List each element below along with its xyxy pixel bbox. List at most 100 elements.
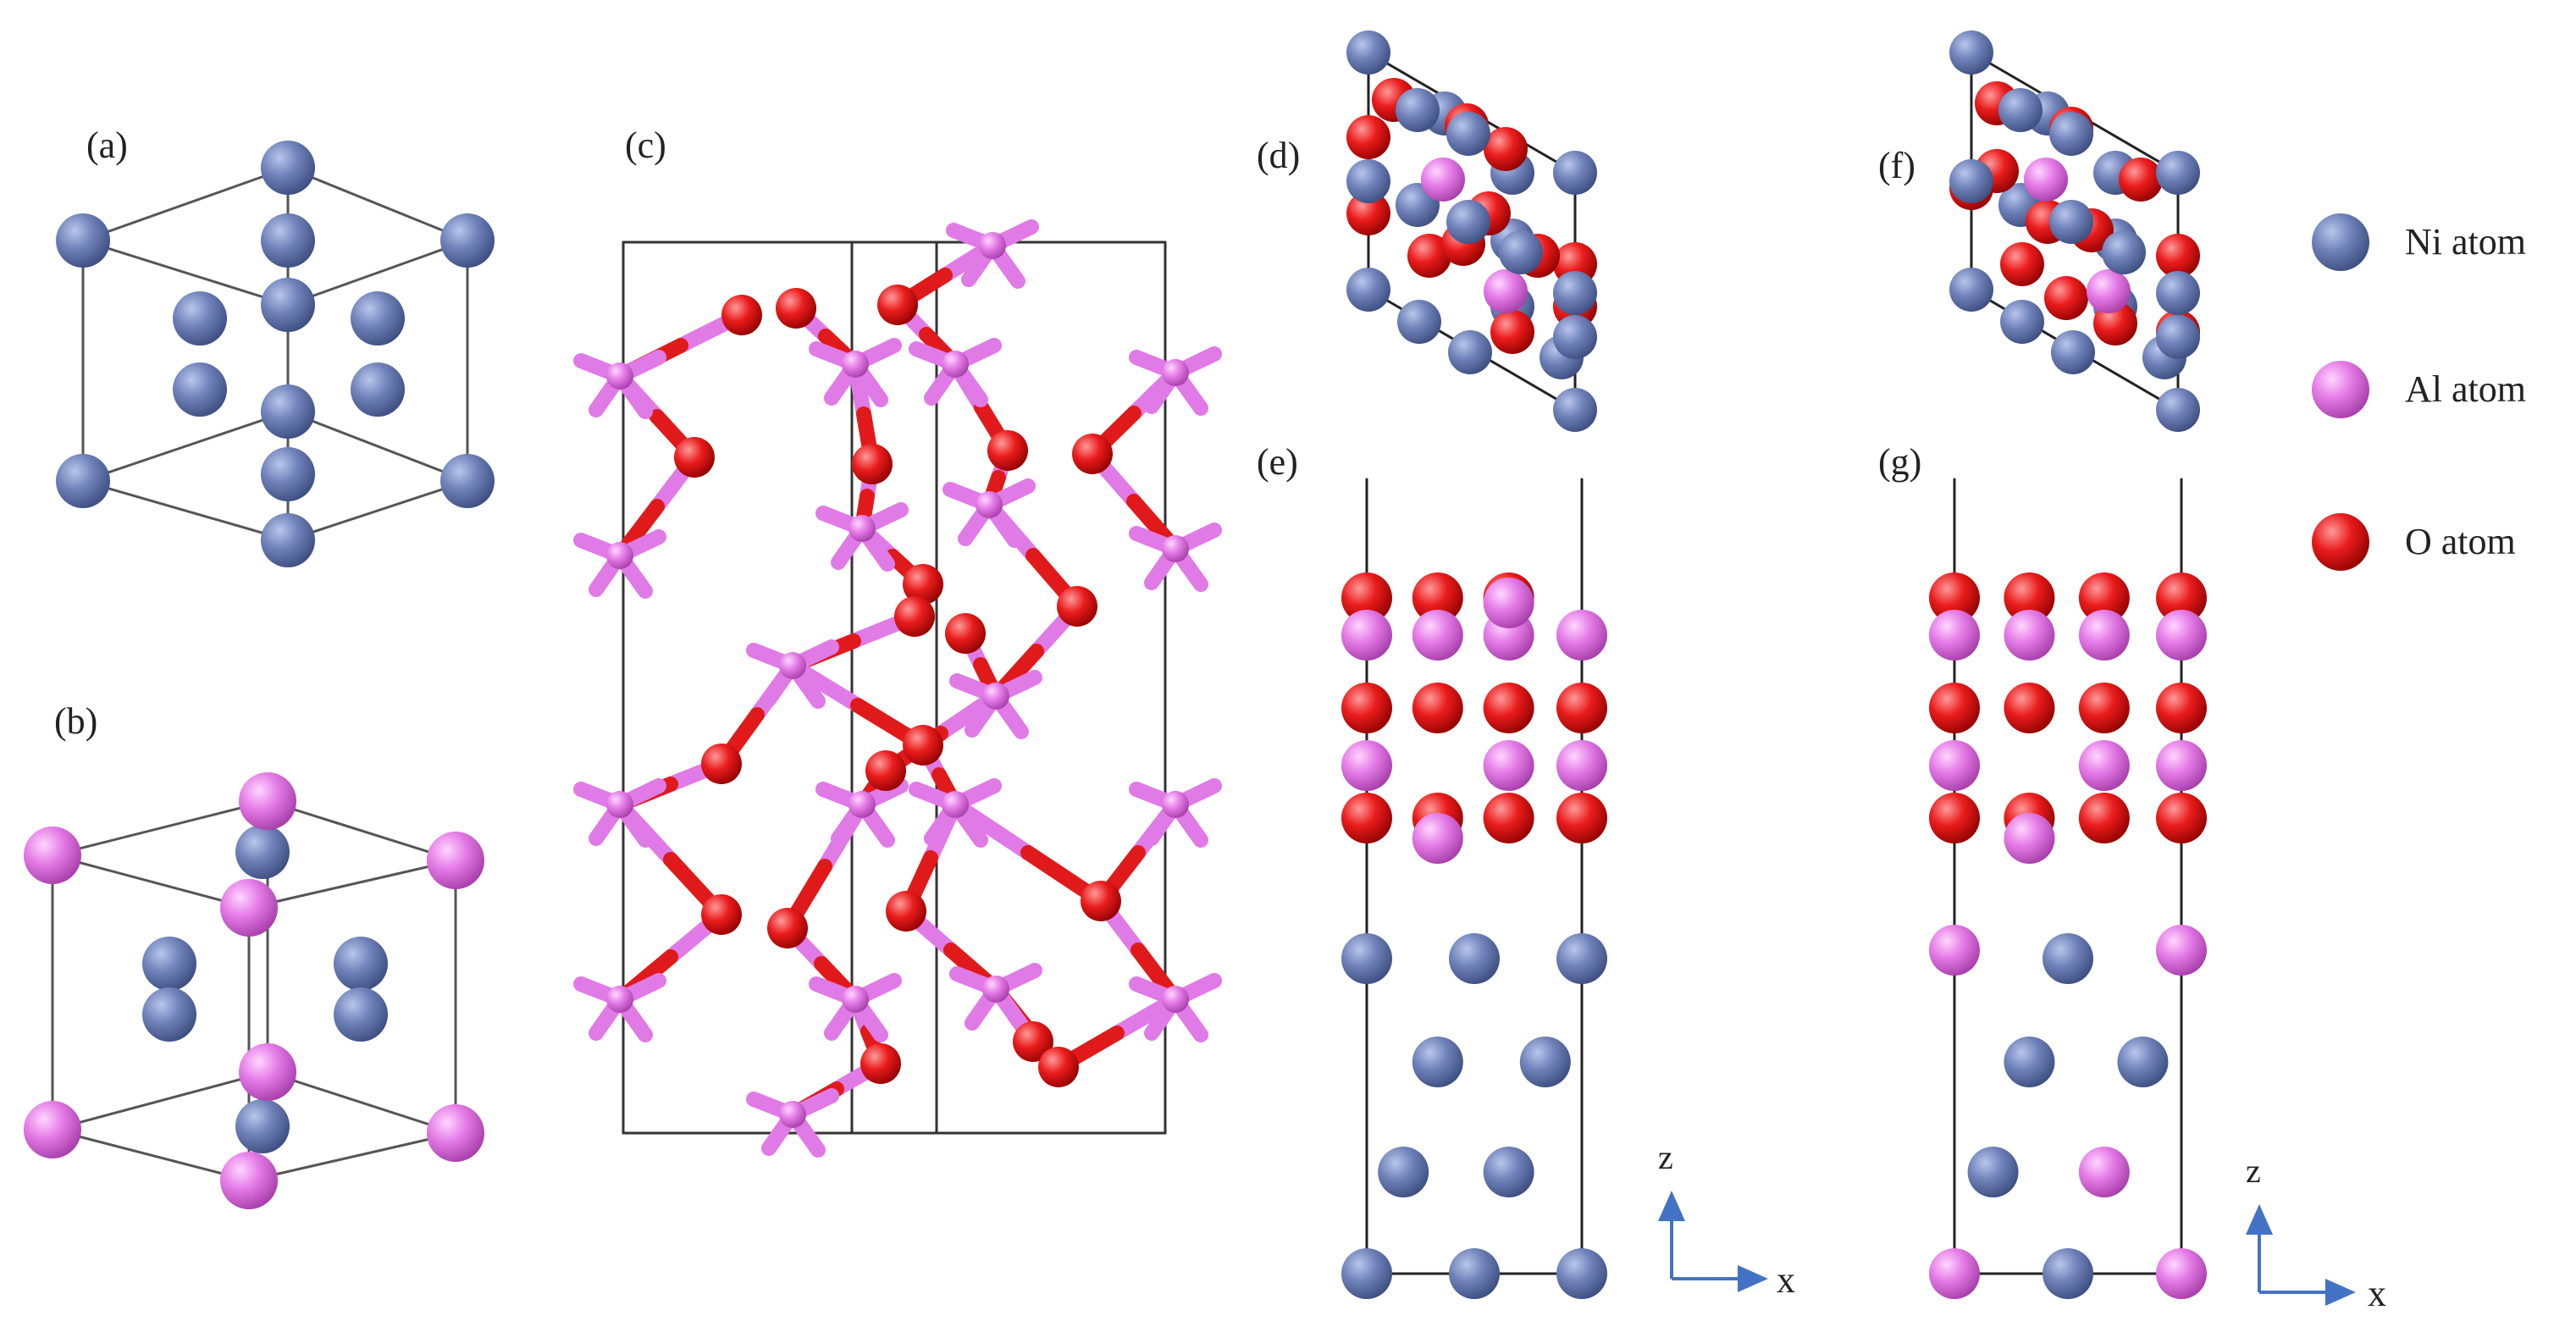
cell-edge	[286, 239, 469, 307]
axis-indicator-g: z x	[2246, 1152, 2386, 1314]
o-atom	[877, 285, 918, 325]
o-atom	[1072, 434, 1113, 474]
al-atom	[942, 791, 969, 818]
ni-atom	[1553, 271, 1597, 315]
cell-edge	[286, 410, 469, 483]
ni-atom	[1341, 1248, 1392, 1299]
o-atom	[2156, 234, 2200, 278]
o-atom	[2156, 572, 2207, 623]
cell-edge	[286, 479, 469, 542]
axis-e-z-label: z	[1658, 1138, 1673, 1176]
al-atom	[1162, 986, 1189, 1013]
o-atom	[865, 750, 906, 791]
o-atom	[1081, 881, 1121, 921]
al-atom	[24, 1101, 81, 1158]
ni-atom	[261, 447, 315, 501]
panel-c-alumina-structure	[573, 219, 1222, 1158]
al-atom	[24, 827, 81, 884]
o-atom	[1483, 793, 1534, 843]
al-atom	[2078, 740, 2130, 791]
al-atom	[1412, 610, 1463, 661]
ni-atom	[1556, 933, 1607, 984]
cell-edge	[51, 799, 269, 857]
ni-atom	[440, 213, 495, 268]
cell-edge	[51, 854, 251, 910]
panel-c-atoms	[606, 232, 1189, 1128]
al-atom	[2156, 740, 2207, 791]
al-atom	[1162, 791, 1189, 818]
legend-al-swatch	[2312, 361, 2369, 418]
o-atom	[2000, 242, 2044, 286]
panel-a-atoms	[56, 141, 495, 567]
panel-b-ni3al-unit-cell	[24, 772, 484, 1209]
ni-atom	[2000, 300, 2044, 344]
ni-atom	[2049, 200, 2093, 244]
ni-atom	[142, 987, 196, 1042]
o-atom	[721, 295, 762, 335]
panel-g-atoms	[1929, 572, 2207, 1299]
ni-atom	[1553, 315, 1597, 359]
ni-atom	[56, 454, 110, 508]
legend-ni-swatch	[2312, 213, 2369, 271]
o-atom	[987, 430, 1028, 471]
cell-edge	[51, 1070, 269, 1131]
cell-edge	[266, 799, 457, 862]
o-atom	[2004, 572, 2055, 623]
cell-edge	[81, 479, 290, 542]
ni-atom	[261, 213, 315, 268]
ni-atom	[1378, 1147, 1429, 1197]
ni-atom	[1556, 1248, 1607, 1299]
al-atom	[427, 1104, 484, 1162]
ni-atom	[351, 291, 405, 346]
ni-atom	[1553, 388, 1597, 432]
al-atom	[1556, 610, 1607, 661]
o-atom	[1556, 683, 1607, 733]
al-atom	[1162, 359, 1189, 386]
ni-atom	[1346, 268, 1390, 312]
al-atom	[2004, 610, 2055, 661]
al-atom	[1162, 535, 1189, 562]
legend-o-label: O atom	[2405, 521, 2516, 562]
ni-atom	[235, 825, 290, 879]
al-atom	[942, 351, 969, 378]
ni-atom	[1396, 88, 1440, 132]
ni-atom	[1998, 88, 2043, 132]
o-atom	[701, 894, 742, 935]
al-atom	[1929, 1248, 1980, 1299]
cell-edge	[81, 166, 290, 242]
ni-atom	[1346, 159, 1390, 203]
panel-label-e: (e)	[1257, 441, 1298, 483]
axis-g-x-label: x	[2368, 1273, 2386, 1314]
o-atom	[701, 744, 742, 784]
o-atom	[1013, 1021, 1053, 1062]
panel-label-c: (c)	[625, 124, 666, 166]
o-atom	[1929, 793, 1980, 843]
ni-atom	[440, 454, 495, 508]
al-atom	[2004, 813, 2055, 864]
panel-b-cell-edges	[51, 799, 457, 1182]
ni-atom	[2117, 1037, 2169, 1087]
ni-atom	[2043, 1248, 2093, 1299]
ni-atom	[1949, 268, 1993, 312]
ni-atom	[1346, 30, 1390, 75]
o-atom	[886, 891, 926, 932]
panel-b-atoms	[24, 772, 484, 1209]
al-atom	[606, 542, 633, 569]
al-atom	[239, 772, 296, 830]
al-atom	[779, 1101, 806, 1128]
al-atom	[1929, 610, 1980, 661]
al-atom	[1556, 740, 1607, 791]
o-atom	[945, 613, 986, 654]
al-atom	[427, 832, 484, 889]
ni-atom	[173, 291, 227, 346]
ni-atom	[2102, 230, 2146, 274]
ni-atom	[1949, 159, 1993, 203]
ni-atom	[261, 278, 315, 332]
ni-atom	[2049, 112, 2093, 156]
ni-atom	[2156, 271, 2200, 315]
o-atom	[1341, 572, 1392, 623]
al-atom	[606, 362, 633, 390]
al-atom	[239, 1043, 296, 1101]
ni-atom	[1446, 200, 1490, 244]
ni-atom	[1967, 1147, 2019, 1197]
